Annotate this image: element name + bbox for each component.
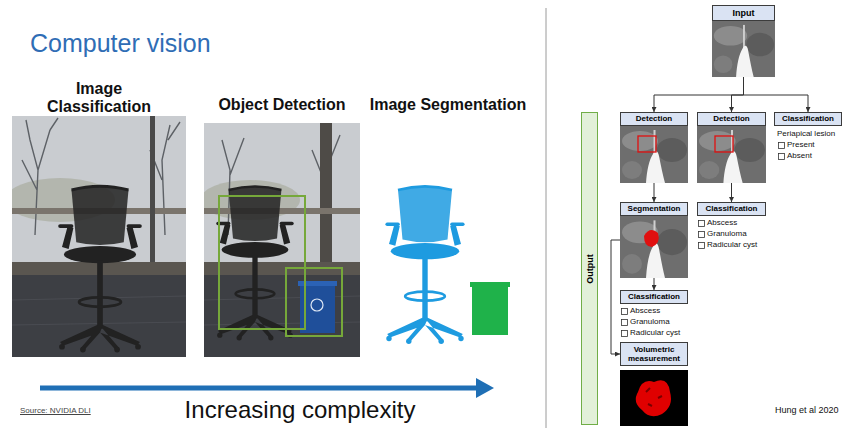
option-item: Granuloma: [707, 230, 747, 239]
detection-box: Detection: [620, 112, 688, 183]
panel-heading: Image Segmentation: [358, 96, 538, 114]
box-label: Segmentation: [628, 204, 681, 213]
classification-box: Classification: [620, 290, 688, 304]
option-item: Granuloma: [630, 318, 670, 327]
box-label: Volumetric measurement: [623, 345, 685, 363]
citation: Hung et al 2020: [775, 406, 839, 416]
box-header: Classification: [697, 202, 766, 216]
flow-arrow: [654, 77, 744, 112]
panel-heading: Image Classification: [29, 80, 169, 115]
box-label: Classification: [628, 292, 680, 301]
box-header: Volumetric measurement: [620, 342, 688, 366]
option-item: Present: [787, 141, 815, 150]
flow-arrow: [731, 183, 732, 202]
box-header: Detection: [697, 112, 766, 126]
source-note: Source: NVIDIA DLI: [20, 407, 91, 416]
panel-heading: Object Detection: [197, 96, 367, 114]
option-item: Radicular cyst: [707, 241, 757, 250]
segmentation-box: Segmentation: [620, 202, 688, 278]
flow-arrow: [611, 240, 620, 354]
box-header: Detection: [620, 112, 688, 126]
box-label: Detection: [713, 114, 749, 123]
box-label: Detection: [636, 114, 672, 123]
box-header: Output: [581, 112, 598, 425]
flow-arrow: [744, 77, 809, 112]
detection-box: Detection: [697, 112, 766, 183]
flow-arrow: [654, 278, 655, 290]
option-item: Abscess: [630, 307, 660, 316]
option-item: Abscess: [707, 219, 737, 228]
box-header: Classification: [774, 112, 842, 126]
slide-title: Computer vision: [30, 30, 211, 58]
axis-caption: Increasing complexity: [150, 397, 450, 423]
classification-box: Classification: [774, 112, 842, 126]
classification-box: Classification: [697, 202, 766, 216]
box-label: Output: [584, 254, 594, 284]
box-header: Input: [712, 5, 775, 21]
box-label: Classification: [705, 204, 757, 213]
flow-arrow: [732, 77, 744, 112]
box-label: Input: [733, 8, 755, 18]
option-item: Radicular cyst: [630, 329, 680, 338]
option-item: Absent: [787, 152, 812, 161]
box-header: Classification: [620, 290, 688, 304]
option-heading: Periapical lesion: [777, 130, 835, 139]
box-label: Classification: [782, 114, 834, 123]
output-band: Output: [581, 112, 598, 425]
box-header: Segmentation: [620, 202, 688, 216]
flow-arrow: [654, 183, 655, 202]
input-box: Input: [712, 5, 775, 77]
measurement-box: Volumetric measurement: [620, 342, 688, 366]
